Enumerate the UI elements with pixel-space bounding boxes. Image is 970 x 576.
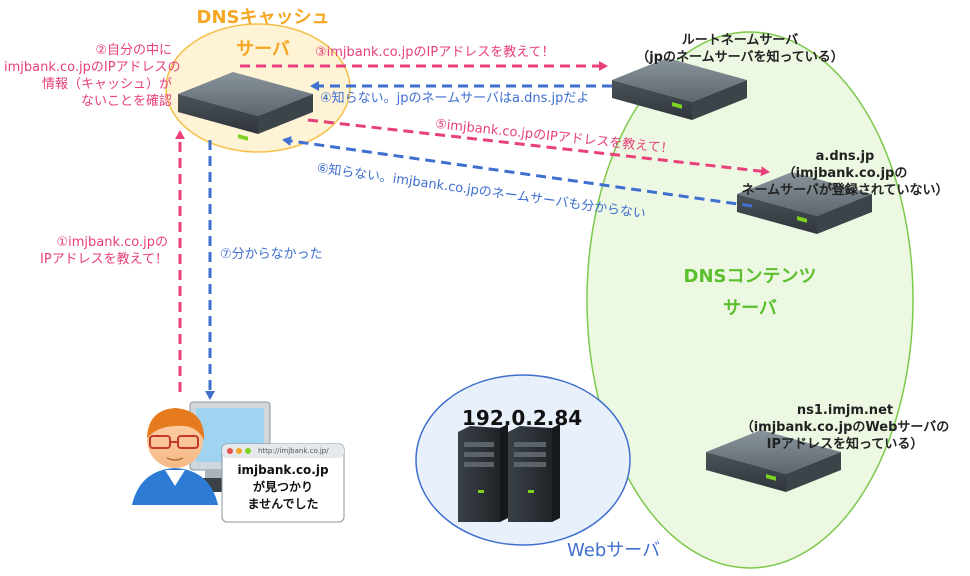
root-server-line1: ルートネームサーバ [681, 33, 799, 48]
web-server-label: Webサーバ [567, 540, 661, 561]
arrow-step6 [282, 136, 753, 208]
step1-line1: ①imjbank.co.jpの [56, 235, 169, 250]
step3-text: ③imjbank.co.jpのIPアドレスを教えて！ [315, 45, 555, 60]
a-dns-server-icon [737, 172, 872, 234]
dns-cache-title: DNSキャッシュ サーバ [178, 6, 348, 62]
arrow-step5 [307, 118, 770, 177]
browser-message-line3: ませんでした [247, 497, 319, 511]
adns-server-line1: a.dns.jp [815, 149, 875, 164]
root-server-line2: （jpのネームサーバを知っている） [636, 50, 844, 65]
step1-line2: IPアドレスを教えて！ [40, 252, 169, 267]
browser-message-line1: imjbank.co.jp [237, 463, 329, 477]
ns1-server-label: ns1.imjm.net （imjbank.co.jpのWebサーバの IPアド… [730, 402, 960, 453]
dns-contents-ellipse [586, 31, 914, 569]
step2-line3: 情報（キャッシュ）が [41, 77, 172, 92]
web-server-tower-icon [458, 424, 560, 522]
adns-server-line2: （imjbank.co.jpの [782, 166, 908, 181]
dns-contents-title-line1: DNSコンテンツ [683, 266, 817, 287]
dns-cache-server-icon [178, 72, 313, 141]
browser-message-line2: が見つかり [252, 480, 313, 494]
dns-contents-title: DNSコンテンツ サーバ [660, 264, 840, 322]
step2-line1: ②自分の中に [95, 43, 172, 58]
step4-text: ④知らない。jpのネームサーバはa.dns.jpだよ [320, 91, 590, 106]
web-server-ip: 192.0.2.84 [462, 406, 583, 430]
adns-server-label: a.dns.jp （imjbank.co.jpの ネームサーバが登録されていない… [730, 148, 960, 199]
step2-line4: ないことを確認 [80, 94, 172, 109]
dns-contents-title-line2: サーバ [723, 298, 777, 319]
step2-text: ②自分の中に imjbank.co.jpのIPアドレスの 情報（キャッシュ）が … [4, 42, 181, 110]
browser-popup [221, 443, 345, 523]
ns1-server-line3: IPアドレスを知っている） [766, 437, 924, 452]
browser-message: imjbank.co.jp が見つかり ませんでした [222, 462, 344, 513]
adns-server-line3: ネームサーバが登録されていない） [741, 183, 949, 198]
dns-cache-title-line1: DNSキャッシュ [196, 7, 330, 28]
ns1-server-line1: ns1.imjm.net [796, 403, 894, 418]
ns1-server-line2: （imjbank.co.jpのWebサーバの [740, 420, 950, 435]
dns-cache-title-line2: サーバ [236, 39, 290, 60]
step2-line2: imjbank.co.jpのIPアドレスの [4, 60, 181, 75]
root-server-label: ルートネームサーバ （jpのネームサーバを知っている） [615, 32, 865, 66]
step7-text: ⑦分からなかった [220, 247, 323, 262]
ns1-server-icon [706, 430, 841, 492]
step1-text: ①imjbank.co.jpの IPアドレスを教えて！ [40, 234, 168, 268]
browser-url: http://imjbank.co.jp/ [258, 447, 329, 455]
user-avatar-icon [132, 408, 218, 505]
root-name-server-icon [612, 58, 747, 120]
